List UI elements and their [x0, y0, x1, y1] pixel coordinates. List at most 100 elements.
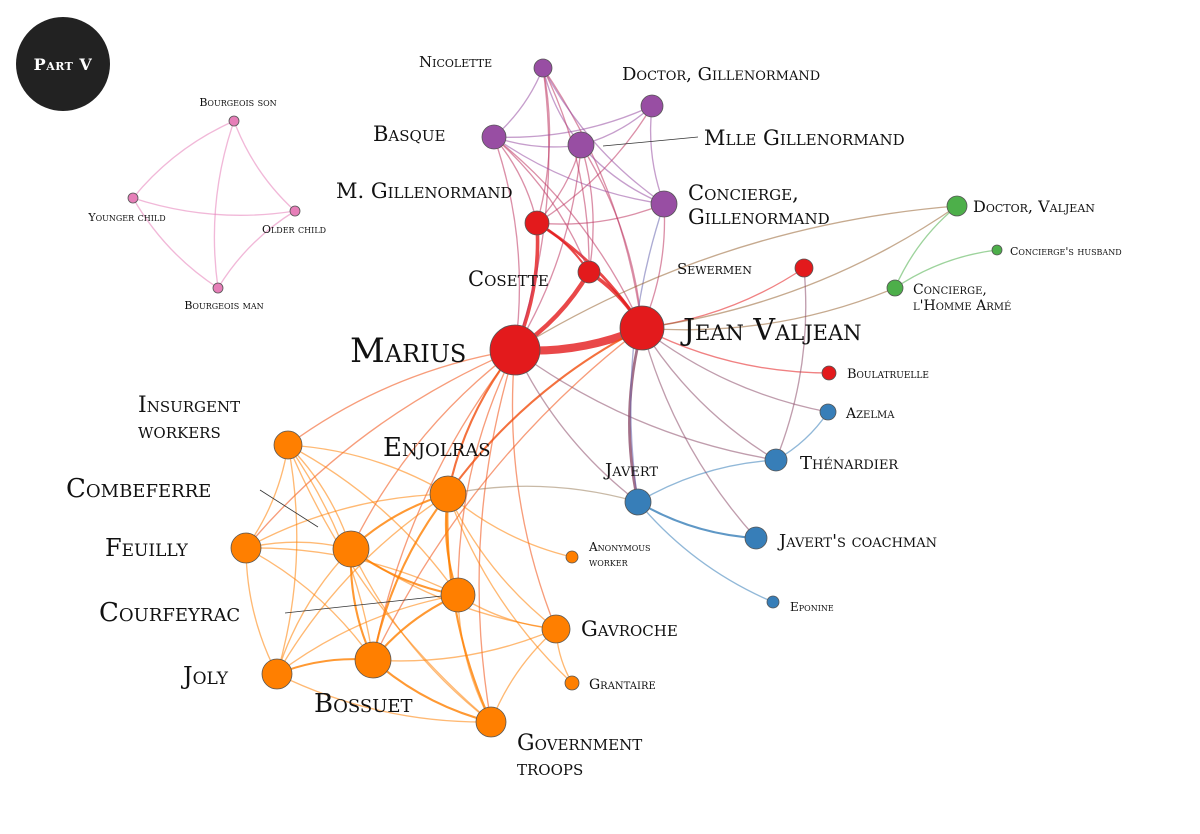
node-doctorvaljean[interactable]	[946, 195, 968, 217]
node-feuilly[interactable]	[230, 532, 262, 564]
leader-line-courfeyrac	[284, 595, 443, 614]
part-badge: Part V	[16, 17, 110, 111]
node-mllegillenormand[interactable]	[567, 131, 595, 159]
label-javertcoachman: Javert's coachman	[777, 531, 937, 552]
edge-bourgeoisson-youngerchild	[132, 120, 235, 199]
edge-marius-feuilly	[245, 349, 516, 549]
edge-marius-thenardier	[514, 349, 777, 461]
label-basque: Basque	[373, 122, 445, 146]
node-conciergehusband[interactable]	[991, 244, 1003, 256]
node-javert[interactable]	[624, 488, 652, 516]
edge-valjean-thenardier	[641, 327, 777, 461]
node-mgillenormand[interactable]	[524, 210, 550, 236]
label-gavroche-line-0: Gavroche	[581, 617, 678, 641]
label-conciergehusband: Concierge's husband	[1010, 245, 1122, 258]
edge-feuilly-insurgentworkers	[245, 444, 289, 549]
node-enjolras[interactable]	[429, 475, 467, 513]
node-insurgentworkers[interactable]	[273, 430, 303, 460]
node-courfeyrac[interactable]	[440, 577, 476, 613]
label-conciergehommearme-line-0: Concierge,	[913, 282, 987, 298]
node-thenardier[interactable]	[764, 448, 788, 472]
node-basque[interactable]	[481, 124, 507, 150]
label-mllegillenormand-line-0: Mlle Gillenormand	[704, 126, 905, 150]
edge-doctorgillenormand-conciergegillenormand	[649, 105, 665, 205]
edge-bossuet-gavroche	[372, 628, 557, 662]
node-conciergehommearme[interactable]	[886, 279, 904, 297]
edge-valjean-conciergehommearme	[641, 287, 896, 331]
node-javertcoachman[interactable]	[744, 526, 768, 550]
label-bourgeoisman-line-0: Bourgeois man	[184, 299, 263, 312]
label-bourgeoisson-line-0: Bourgeois son	[199, 96, 276, 109]
edge-marius-courfeyrac	[457, 349, 516, 596]
edge-nicolette-conciergegillenormand	[542, 67, 665, 205]
node-nicolette[interactable]	[533, 58, 553, 78]
leader-line-mllegillenormand	[602, 136, 699, 147]
node-joly[interactable]	[261, 658, 293, 690]
node-grantaire[interactable]	[564, 675, 580, 691]
node-boulatruelle[interactable]	[821, 365, 837, 381]
label-marius: Marius	[350, 331, 466, 371]
node-gavroche[interactable]	[541, 614, 571, 644]
edge-cosette-nicolette	[542, 67, 590, 273]
label-sewermen: Sewermen	[677, 260, 752, 278]
label-conciergegillenormand-line-1: Gillenormand	[688, 205, 830, 229]
node-layer	[127, 58, 1003, 738]
node-olderchild[interactable]	[289, 205, 301, 217]
node-bossuet[interactable]	[354, 641, 392, 679]
leader-line-combeferre	[259, 489, 319, 528]
label-enjolras: Enjolras	[383, 433, 491, 463]
edge-enjolras-anonymousworker	[447, 493, 573, 558]
node-cosette[interactable]	[577, 260, 601, 284]
edge-bourgeoisson-bourgeoisman	[213, 120, 235, 289]
label-nicolette-line-0: Nicolette	[419, 53, 492, 71]
label-marius-line-0: Marius	[350, 331, 466, 371]
edge-conciergehusband-conciergehommearme	[894, 249, 998, 289]
node-azelma[interactable]	[819, 403, 837, 421]
label-doctorgillenormand-line-0: Doctor, Gillenormand	[622, 64, 820, 85]
node-eponine[interactable]	[766, 595, 780, 609]
node-youngerchild[interactable]	[127, 192, 139, 204]
edge-mgillenormand-mllegillenormand	[536, 144, 582, 224]
edge-marius-basque	[493, 136, 521, 351]
node-doctorgillenormand[interactable]	[640, 94, 664, 118]
node-combeferre[interactable]	[332, 530, 370, 568]
edge-youngerchild-bourgeoisman	[132, 197, 219, 289]
label-enjolras-line-0: Enjolras	[383, 433, 491, 463]
label-doctorvaljean-line-0: Doctor, Valjean	[973, 197, 1095, 216]
label-olderchild: Older child	[262, 223, 326, 236]
label-anonymousworker-line-0: Anonymous	[588, 540, 650, 554]
label-javert-line-0: Javert	[603, 460, 658, 481]
label-sewermen-line-0: Sewermen	[677, 260, 752, 278]
edge-marius-nicolette	[514, 67, 550, 351]
edge-enjolras-insurgentworkers	[287, 444, 449, 495]
label-insurgentworkers-line-0: Insurgent	[138, 393, 240, 418]
edge-doctorvaljean-conciergehommearme	[894, 205, 958, 289]
label-bossuet: Bossuet	[314, 689, 413, 719]
node-valjean[interactable]	[619, 305, 665, 351]
node-sewermen[interactable]	[794, 258, 814, 278]
edge-marius-combeferre	[350, 349, 516, 550]
label-thenardier: Thénardier	[800, 453, 899, 474]
label-conciergehommearme-line-1: l'Homme Armé	[913, 298, 1011, 314]
node-governmenttroops[interactable]	[475, 706, 507, 738]
edge-gavroche-governmenttroops	[490, 628, 557, 723]
edge-youngerchild-olderchild	[132, 197, 296, 216]
edge-courfeyrac-insurgentworkers	[287, 444, 459, 596]
node-anonymousworker[interactable]	[565, 550, 579, 564]
label-gavroche: Gavroche	[581, 617, 678, 641]
edge-mgillenormand-nicolette	[536, 67, 551, 224]
node-conciergegillenormand[interactable]	[650, 190, 678, 218]
node-bourgeoisson[interactable]	[228, 115, 240, 127]
node-bourgeoisman[interactable]	[212, 282, 224, 294]
label-nicolette: Nicolette	[419, 53, 492, 71]
label-grantaire-line-0: Grantaire	[589, 677, 656, 693]
label-joly-line-0: Joly	[180, 662, 229, 690]
label-doctorvaljean: Doctor, Valjean	[973, 197, 1095, 216]
edge-insurgentworkers-governmenttroops	[287, 444, 492, 723]
label-joly: Joly	[180, 662, 229, 690]
label-thenardier-line-0: Thénardier	[800, 453, 899, 474]
node-marius[interactable]	[489, 324, 541, 376]
edge-javert-javertcoachman	[637, 501, 757, 540]
